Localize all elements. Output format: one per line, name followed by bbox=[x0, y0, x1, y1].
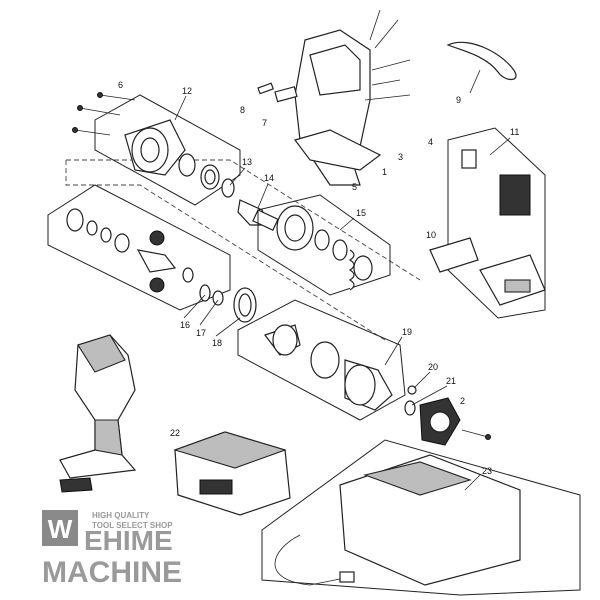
callout-17: 17 bbox=[196, 328, 206, 338]
logo-mark-letter: W bbox=[48, 514, 73, 544]
group-23-charger bbox=[261, 439, 581, 596]
parts-16-17-18 bbox=[199, 284, 257, 323]
callout-leaders bbox=[174, 69, 511, 491]
group-12-front-housing bbox=[94, 94, 241, 206]
callout-11: 11 bbox=[510, 127, 519, 137]
assembled-drill bbox=[59, 334, 137, 493]
group-11-switch bbox=[447, 127, 546, 319]
callout-2: 2 bbox=[460, 396, 465, 406]
parts-20-21-2-cap bbox=[404, 385, 491, 446]
callout-7: 7 bbox=[262, 118, 267, 128]
parts-7-8 bbox=[257, 82, 298, 103]
callout-5: 5 bbox=[352, 182, 357, 192]
callout-13: 13 bbox=[242, 157, 252, 167]
callout-14: 14 bbox=[264, 173, 274, 183]
callout-15: 15 bbox=[356, 208, 366, 218]
shop-logo-watermark: W HIGH QUALITY TOOL SELECT SHOP EHIME MA… bbox=[42, 510, 182, 589]
logo-line-2: MACHINE bbox=[42, 556, 182, 589]
part-10-panel bbox=[429, 237, 479, 273]
callout-8: 8 bbox=[240, 105, 245, 115]
assembly-guide-lines bbox=[65, 159, 421, 341]
callout-21: 21 bbox=[446, 376, 456, 386]
battery-22 bbox=[173, 431, 291, 516]
parts-13-14-shaft bbox=[221, 178, 279, 231]
callout-18: 18 bbox=[212, 338, 222, 348]
group-15-hammer-case bbox=[257, 194, 391, 296]
callout-9: 9 bbox=[456, 95, 461, 105]
screws-6 bbox=[72, 92, 136, 136]
group-19-motor bbox=[237, 299, 406, 421]
callout-labels: 1 2 3 4 5 6 7 8 9 10 11 12 13 14 15 16 1… bbox=[118, 80, 519, 476]
callout-1: 1 bbox=[382, 167, 387, 177]
callout-12: 12 bbox=[182, 86, 192, 96]
strap-9 bbox=[446, 41, 517, 81]
group-anvil-assembly bbox=[47, 184, 231, 311]
callout-22: 22 bbox=[170, 428, 180, 438]
logo-line-1: EHIME bbox=[84, 525, 173, 556]
logo-tagline-2: TOOL SELECT SHOP bbox=[92, 521, 173, 530]
callout-4: 4 bbox=[428, 137, 433, 147]
logo-mark-box bbox=[42, 510, 78, 546]
callout-16: 16 bbox=[180, 320, 190, 330]
callout-19: 19 bbox=[402, 327, 412, 337]
logo-tagline-1: HIGH QUALITY bbox=[92, 511, 150, 520]
callout-6: 6 bbox=[118, 80, 123, 90]
callout-10: 10 bbox=[426, 230, 436, 240]
callout-20: 20 bbox=[428, 362, 438, 372]
callout-3: 3 bbox=[398, 152, 403, 162]
callout-23: 23 bbox=[482, 466, 492, 476]
housing-1 bbox=[293, 9, 411, 186]
